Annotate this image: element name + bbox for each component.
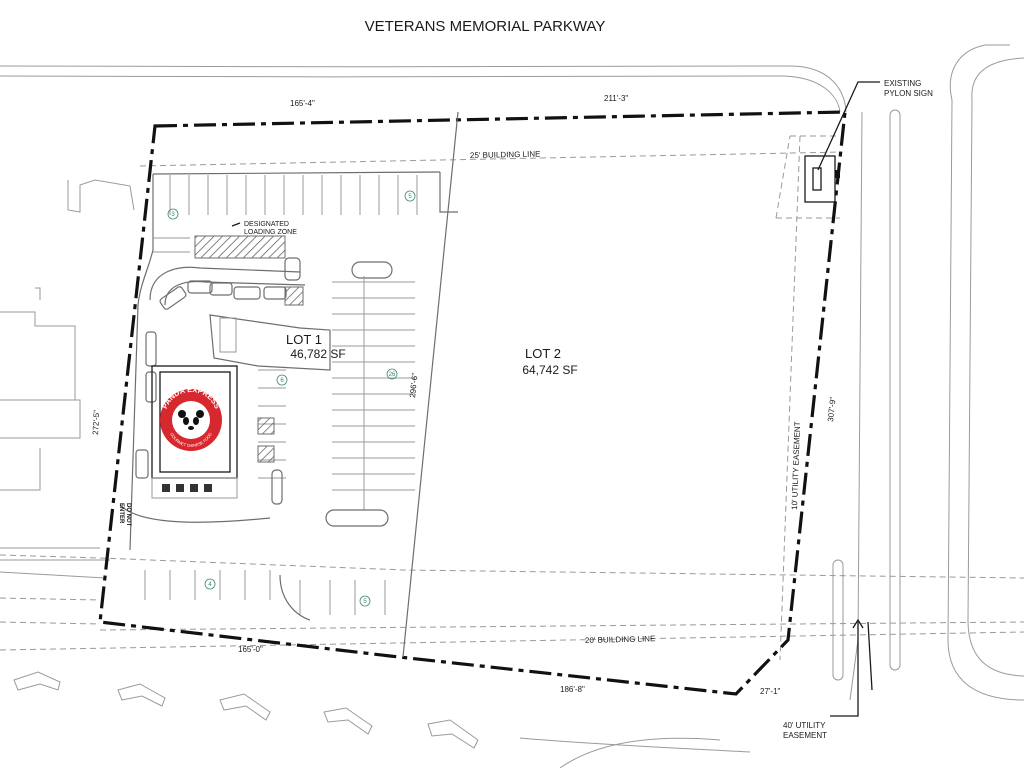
do-not-enter-label-2: ENTER (118, 503, 124, 524)
pylon-sign (804, 81, 880, 203)
panda-express-building (151, 365, 238, 499)
lot1-name: LOT 1 (286, 332, 322, 347)
panda-express-logo: PANDA EXPRESS GOURMET CHINESE FOOD (160, 385, 222, 451)
count-bottom-mid: 5 (363, 599, 367, 605)
loading-zone-label-1: DESIGNATED (244, 221, 289, 228)
utility-easement-10-label: 10' UTILITY EASEMENT (790, 421, 802, 510)
setback-lines (0, 135, 1024, 661)
property-boundary (98, 110, 847, 696)
adjacent-parcel-outlines (0, 179, 135, 579)
dim-right: 307'-9" (826, 396, 838, 422)
easement-leader (830, 622, 859, 717)
dim-bottom-mid: 186'-8" (560, 685, 585, 694)
do-not-enter-label-1: DO NOT (125, 503, 131, 527)
road-striping (13, 671, 751, 768)
lot1-area: 46,782 SF (290, 347, 345, 361)
dim-bottom-right: 27'-1" (760, 687, 781, 696)
loading-zone-label-2: LOADING ZONE (244, 229, 297, 236)
dim-left: 272'-5" (91, 410, 101, 435)
pylon-sign-label-2: PYLON SIGN (884, 89, 933, 98)
count-top-right: 5 (408, 194, 412, 200)
dim-top-right: 211'-3" (604, 94, 628, 103)
count-center-aisle: 26 (389, 372, 396, 378)
dim-bottom-left: 165'-0" (238, 645, 263, 654)
pylon-sign-label-1: EXISTING (884, 79, 921, 88)
count-bottom-left: 4 (208, 582, 212, 588)
count-east-stalls: 6 (280, 378, 284, 384)
lot1-parking-layout (119, 171, 458, 621)
road-name-title: VETERANS MEMORIAL PARKWAY (365, 18, 606, 35)
lot2-name: LOT 2 (525, 346, 561, 361)
parking-count-markers (167, 190, 416, 607)
dim-lot-divider: 296'-6" (408, 372, 420, 398)
lot-divider-line (402, 111, 459, 658)
count-top-left: 3 (171, 212, 175, 218)
dim-top-left: 165'-4" (290, 99, 315, 108)
utility-easement-40-label-1: 40' UTILITY (783, 721, 826, 730)
building-line-20-label: 20' BUILDING LINE (585, 634, 656, 645)
lot2-area: 64,742 SF (522, 363, 577, 377)
building-line-25-label: 25' BUILDING LINE (470, 150, 541, 160)
utility-easement-40-label-2: EASEMENT (783, 731, 827, 740)
loading-zone-leader (231, 222, 241, 227)
